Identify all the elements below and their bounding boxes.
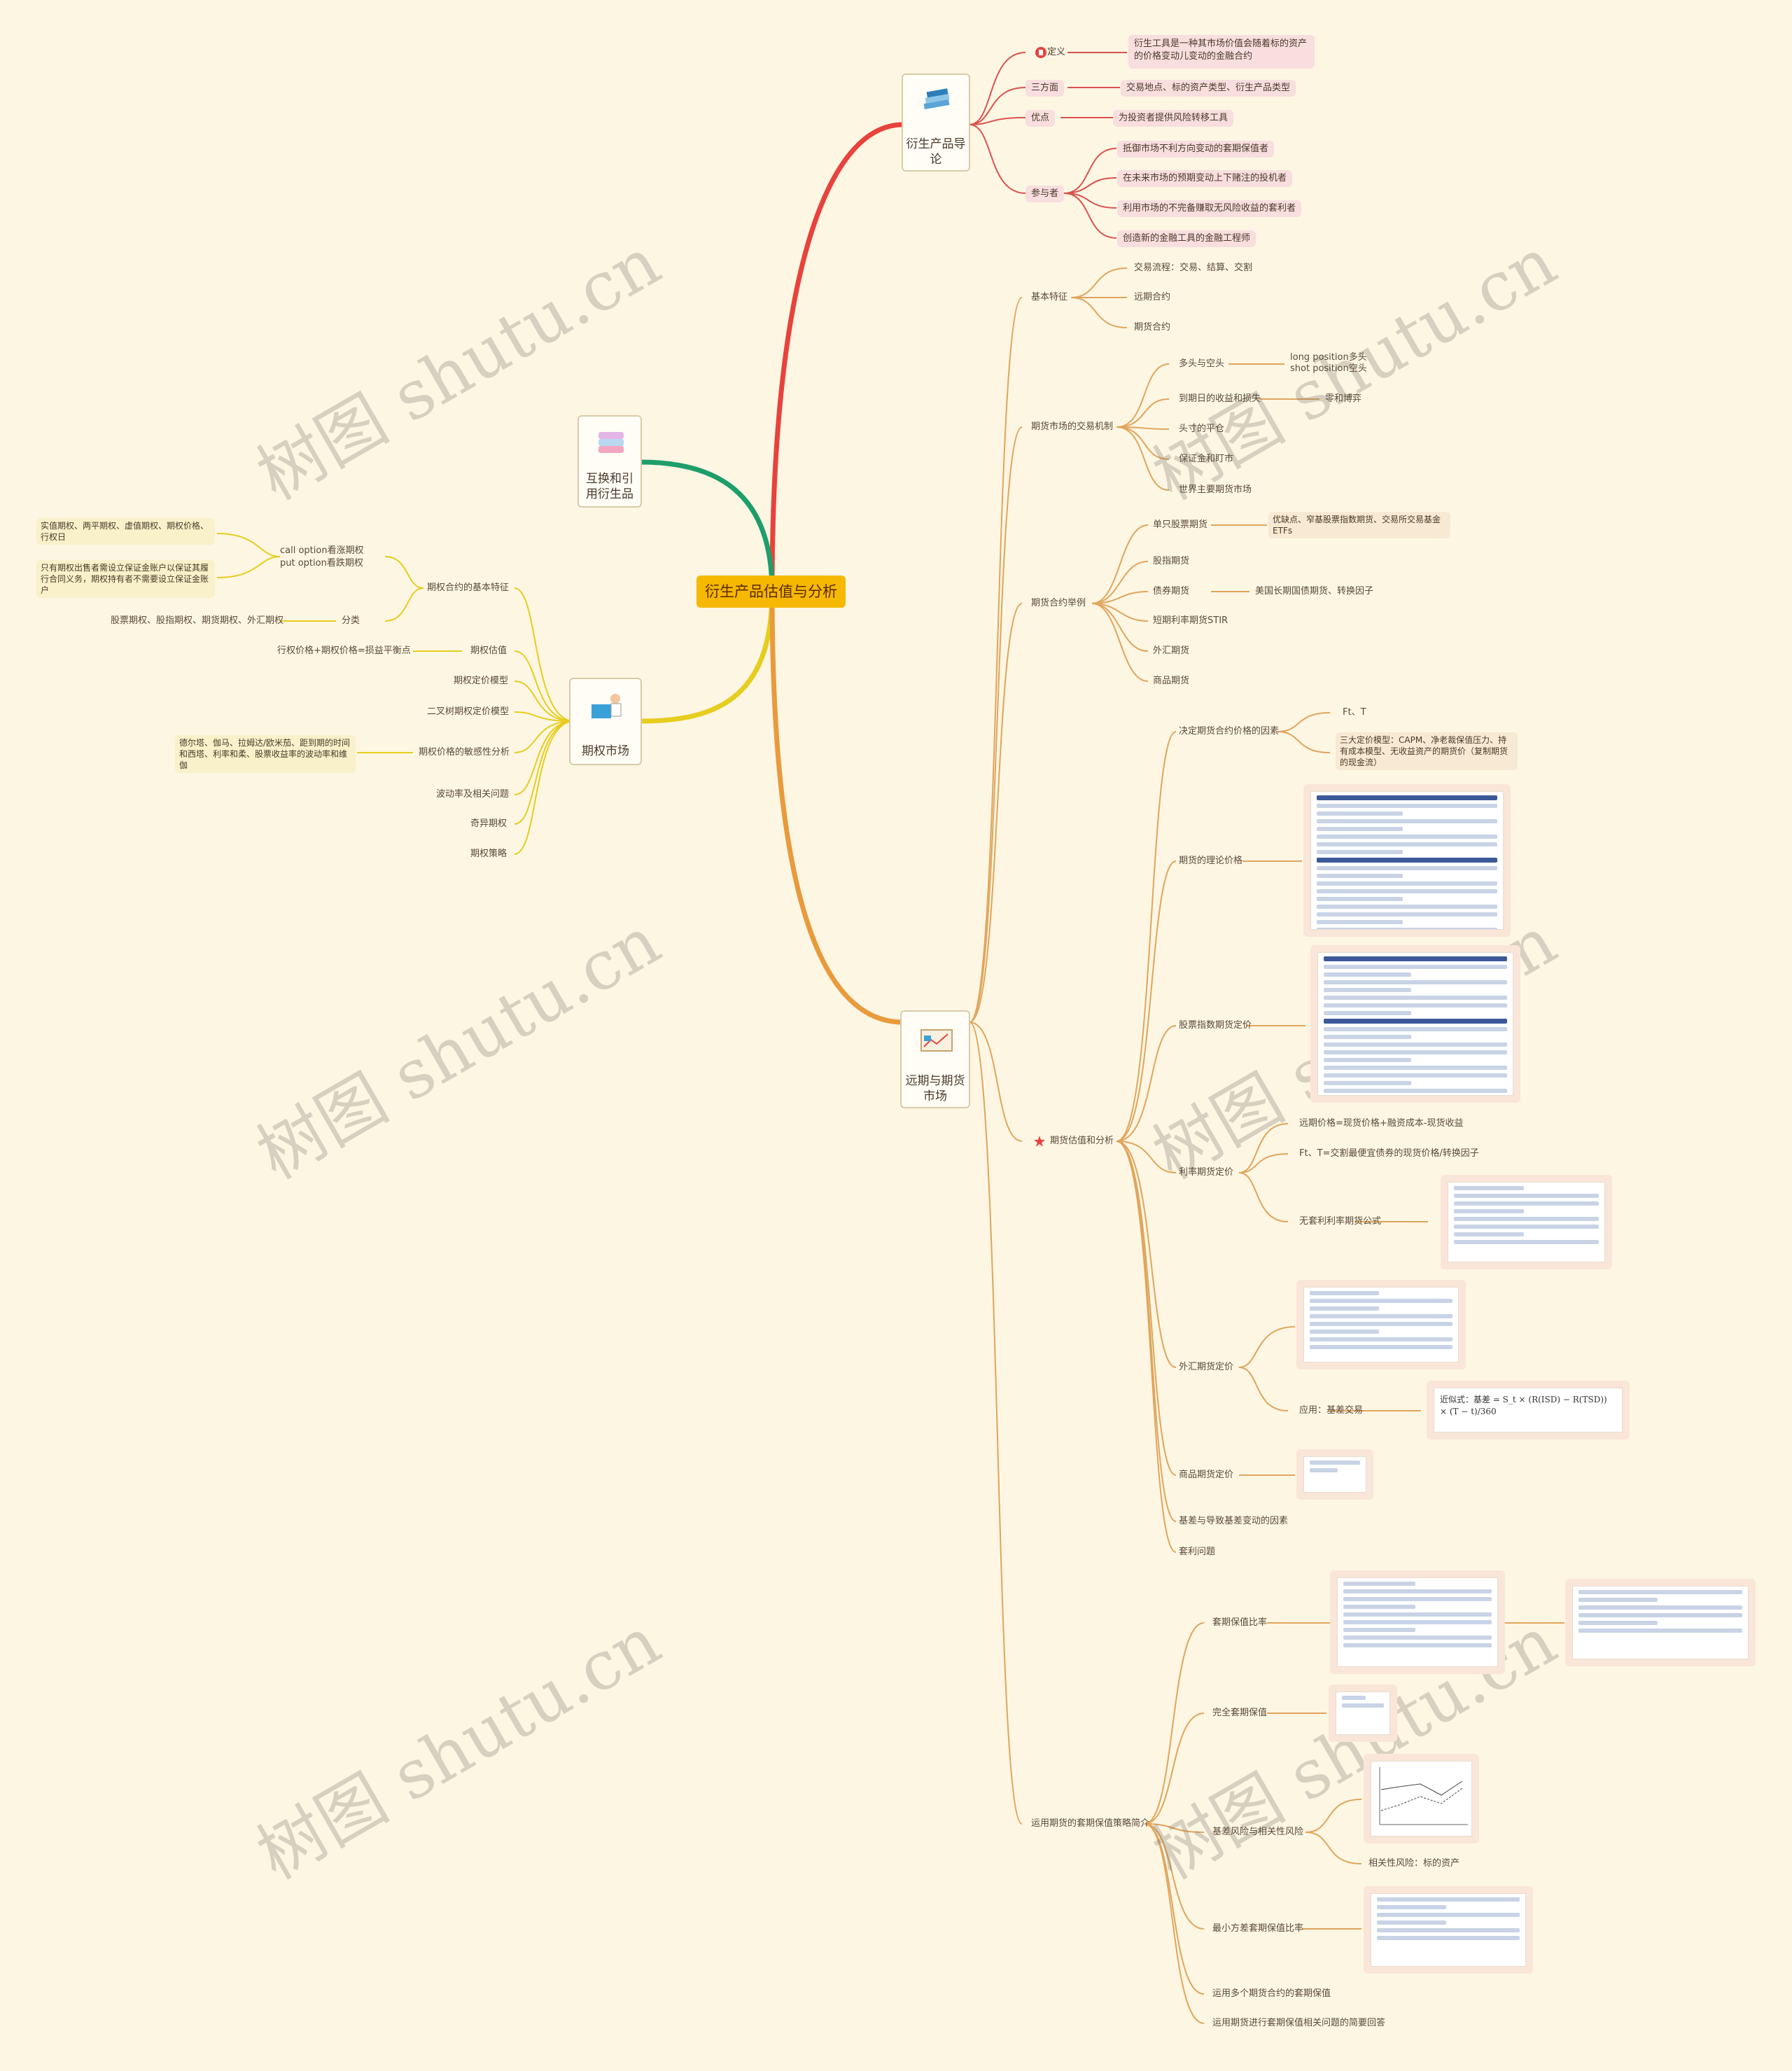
fwd-margin[interactable]: 保证金和盯市 xyxy=(1179,454,1234,464)
fwd-fx-app[interactable]: 应用：基差交易 xyxy=(1299,1405,1364,1416)
options-call-put-desc2[interactable]: 只有期权出售者需设立保证金账户以保证其履行合同义务，期权持有者不需要设立保证金账… xyxy=(36,560,215,598)
participant-item[interactable]: 创造新的金融工具的金融工程师 xyxy=(1117,230,1256,247)
fwd-stock-index-pricing[interactable]: 股票指数期货定价 xyxy=(1179,1020,1252,1031)
theoretical-price-table-image xyxy=(1303,784,1511,937)
hedge-ratio-formula-image xyxy=(1565,1579,1756,1666)
branch-options-title: 期权市场 xyxy=(582,744,629,758)
options-sensitivity[interactable]: 期权价格的敏感性分析 xyxy=(419,747,510,758)
books-icon xyxy=(923,88,950,110)
fwd-arbitrage[interactable]: 套利问题 xyxy=(1179,1547,1216,1557)
fwd-bond-desc[interactable]: 美国长期国债期货、转换因子 xyxy=(1255,586,1374,597)
fwd-profit-loss-desc[interactable]: 零和博弈 xyxy=(1325,393,1362,404)
person-at-computer-icon xyxy=(592,694,622,718)
fwd-rate-a[interactable]: 远期价格=现货价格+融资成本-现货收益 xyxy=(1299,1118,1464,1129)
participant-item[interactable]: 利用市场的不完备赚取无风险收益的套利者 xyxy=(1117,200,1302,217)
fwd-close[interactable]: 头寸的平仓 xyxy=(1179,424,1225,434)
branch-swap-title: 互换和引用衍生品 xyxy=(586,472,634,501)
fwd-single-stock-desc[interactable]: 优缺点、窄基股票指数期货、交易所交易基金ETFs xyxy=(1268,512,1450,538)
fwd-rate-c[interactable]: 无套利利率期货公式 xyxy=(1299,1216,1382,1227)
options-classification-desc[interactable]: 股票期权、股指期权、期货期权、外汇期权 xyxy=(111,615,284,626)
fwd-single-stock[interactable]: 单只股票期货 xyxy=(1153,520,1208,530)
fwd-qa[interactable]: 运用期货进行套期保值相关问题的简要回答 xyxy=(1212,2018,1386,2028)
fwd-factors[interactable]: 决定期货合约价格的因素 xyxy=(1179,726,1280,737)
options-exotic[interactable]: 奇异期权 xyxy=(470,818,507,829)
fwd-basic-item[interactable]: 期货合约 xyxy=(1134,322,1171,333)
intro-definition-label[interactable]: 定义 xyxy=(1047,47,1066,57)
fwd-fx-pricing[interactable]: 外汇期货定价 xyxy=(1179,1362,1234,1372)
fwd-basic-item[interactable]: 交易流程：交易、结算、交割 xyxy=(1134,263,1253,273)
fwd-index[interactable]: 股指期货 xyxy=(1153,556,1190,566)
full-hedge-formula-image xyxy=(1329,1685,1397,1742)
stacked-papers-icon xyxy=(598,432,624,453)
intro-participants-label[interactable]: 参与者 xyxy=(1026,186,1065,202)
hedge-ratio-image xyxy=(1330,1570,1505,1674)
options-call-put-desc1[interactable]: 实值期权、两平期权、虚值期权、期权价格、行权日 xyxy=(36,518,215,545)
fwd-hedge-ratio[interactable]: 套期保值比率 xyxy=(1212,1617,1268,1628)
fwd-factors-b[interactable]: 三大定价模型：CAPM、净老裁保值压力、持有成本模型、无收益资产的期货价（复制期… xyxy=(1336,732,1518,770)
fwd-long-short[interactable]: 多头与空头 xyxy=(1179,358,1225,369)
intro-three-aspects-text[interactable]: 交易地点、标的资产类型、衍生产品类型 xyxy=(1121,80,1296,97)
intro-advantage-label[interactable]: 优点 xyxy=(1026,110,1056,127)
fwd-rate-b[interactable]: Ft、T=交割最便宜债券的现货价格/转换因子 xyxy=(1299,1148,1479,1159)
branch-forwards-card[interactable]: 远期与期货市场 xyxy=(900,1010,970,1108)
fwd-long-short-desc[interactable]: long position多头 shot position空头 xyxy=(1290,352,1367,374)
basis-formula: 近似式：基差 = S_t × (R(ISD) − R(TSD)) × (T − … xyxy=(1440,1395,1607,1416)
participant-item[interactable]: 抵御市场不利方向变动的套期保值者 xyxy=(1117,141,1275,158)
branch-swap-card[interactable]: 互换和引用衍生品 xyxy=(578,415,642,508)
commodity-formula-image xyxy=(1296,1449,1373,1500)
fwd-mechanism[interactable]: 期货市场的交易机制 xyxy=(1031,421,1114,432)
fwd-rate-pricing[interactable]: 利率期货定价 xyxy=(1179,1167,1234,1178)
fwd-min-var[interactable]: 最小方差套期保值比率 xyxy=(1212,1923,1304,1934)
center-topic[interactable]: 衍生产品估值与分析 xyxy=(696,576,846,608)
options-valuation-desc[interactable]: 行权价格+期权价格=损益平衡点 xyxy=(277,646,411,656)
fwd-basis[interactable]: 基差与导致基差变动的因素 xyxy=(1179,1516,1289,1526)
star-icon xyxy=(1034,1136,1045,1147)
stock-index-table-image xyxy=(1310,945,1520,1103)
fwd-full-hedge[interactable]: 完全套期保值 xyxy=(1212,1708,1268,1718)
fwd-valuation[interactable]: 期货估值和分析 xyxy=(1050,1136,1114,1146)
participant-item[interactable]: 在未来市场的预期变动上下赌注的投机者 xyxy=(1117,170,1293,187)
branch-intro-title: 衍生产品导论 xyxy=(906,137,966,167)
options-valuation[interactable]: 期权估值 xyxy=(470,646,507,656)
fwd-factors-a[interactable]: Ft、T xyxy=(1343,707,1366,718)
options-call-put[interactable]: call option看涨期权 put option看跌期权 xyxy=(280,545,364,569)
fwd-fx[interactable]: 外汇期货 xyxy=(1153,646,1190,656)
intro-definition-text[interactable]: 衍生工具是一种其市场价值会随着标的资产的价格变动儿变动的金融合约 xyxy=(1128,35,1315,69)
fwd-major-markets[interactable]: 世界主要期货市场 xyxy=(1179,484,1252,495)
options-binomial[interactable]: 二叉树期权定价模型 xyxy=(427,706,510,717)
fwd-examples[interactable]: 期货合约举例 xyxy=(1031,598,1086,608)
fwd-commodity-pricing[interactable]: 商品期货定价 xyxy=(1179,1470,1234,1480)
fx-formula-image xyxy=(1296,1280,1466,1369)
branch-forwards-title: 远期与期货市场 xyxy=(905,1074,965,1103)
min-var-formula-image xyxy=(1364,1886,1533,1974)
fwd-basic[interactable]: 基本特征 xyxy=(1031,292,1068,302)
fwd-basic-item[interactable]: 远期合约 xyxy=(1134,292,1171,302)
branch-options-card[interactable]: 期权市场 xyxy=(569,678,642,765)
fwd-multi[interactable]: 运用多个期货合约的套期保值 xyxy=(1212,1988,1331,1999)
intro-three-aspects-label[interactable]: 三方面 xyxy=(1026,80,1065,97)
fwd-theoretical[interactable]: 期货的理论价格 xyxy=(1179,856,1243,866)
branch-intro-card[interactable]: 衍生产品导论 xyxy=(902,74,970,172)
options-pricing-model[interactable]: 期权定价模型 xyxy=(454,676,509,686)
options-strategy[interactable]: 期权策略 xyxy=(470,849,507,859)
options-basic-features[interactable]: 期权合约的基本特征 xyxy=(427,583,510,593)
options-classification[interactable]: 分类 xyxy=(342,615,360,626)
options-sensitivity-desc[interactable]: 德尔塔、伽马、拉姆达/欧米茄、距到期的时间和西塔、利率和柔、股票收益率的波动率和… xyxy=(175,735,356,773)
fwd-corr-risk[interactable]: 相关性风险：标的资产 xyxy=(1368,1858,1460,1869)
fwd-basis-risk[interactable]: 基差风险与相关性风险 xyxy=(1212,1827,1304,1837)
basis-risk-chart xyxy=(1379,1767,1468,1825)
rate-formula-image xyxy=(1441,1175,1612,1269)
fwd-commodity[interactable]: 商品期货 xyxy=(1153,676,1190,686)
options-volatility[interactable]: 波动率及相关问题 xyxy=(436,789,510,800)
fwd-bond[interactable]: 债券期货 xyxy=(1153,586,1190,597)
basis-risk-chart-image xyxy=(1364,1754,1479,1843)
fwd-stir[interactable]: 短期利率期货STIR xyxy=(1153,615,1228,626)
chart-board-icon xyxy=(920,1029,953,1052)
definition-icon xyxy=(1035,47,1046,58)
fwd-profit-loss[interactable]: 到期日的收益和损失 xyxy=(1179,393,1261,404)
basis-formula-box: 近似式：基差 = S_t × (R(ISD) − R(TSD)) × (T − … xyxy=(1427,1381,1630,1439)
intro-advantage-text[interactable]: 为投资者提供风险转移工具 xyxy=(1113,110,1234,127)
fwd-hedging[interactable]: 运用期货的套期保值策略简介 xyxy=(1031,1818,1150,1829)
